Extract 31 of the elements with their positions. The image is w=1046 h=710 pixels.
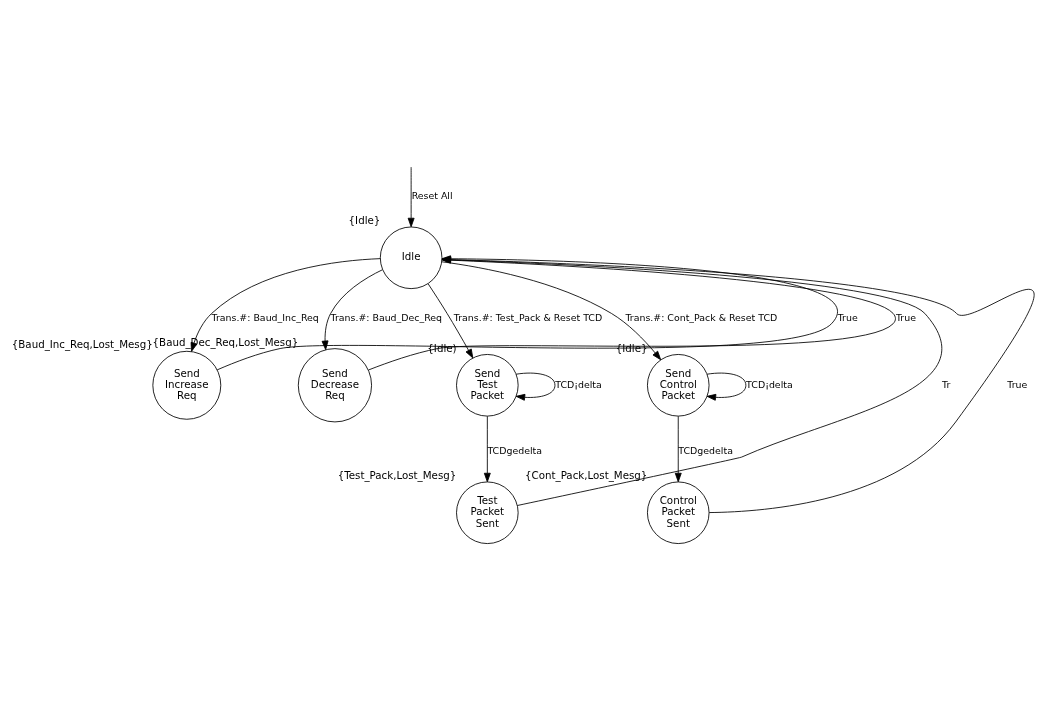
arrow [321,269,383,351]
edge-label: Tr [942,378,951,390]
arrow [706,372,747,401]
arrow [407,166,415,228]
node-circle: Test Packet Sent [456,481,519,544]
node-label: {Test_Pack,Lost_Mesg} [337,469,457,482]
arrow [515,372,556,401]
edge-label: Trans.#: Cont_Pack & Reset TCD [625,311,778,323]
edge-label: True [1007,378,1028,390]
edge-label: TCD¡delta [555,378,602,390]
edge-label: Reset All [411,190,453,202]
arrow [674,415,682,483]
node-label: {Idle} [615,341,648,354]
edge-label: Trans.#: Baud_Dec_Req [330,311,443,323]
edge-label: Trans.#: Test_Pack & Reset TCD [453,311,603,323]
node-label: {Idle} [348,214,381,227]
node-circle: Control Packet Sent [647,481,710,544]
node-label: {Baud_Inc_Req,Lost_Mesg} [11,338,153,351]
node-circle: Send Decrease Req [297,348,372,423]
arrow [441,261,662,361]
node-circle: Send Control Packet [647,354,710,417]
edge-label: TCD¡delta [746,378,793,390]
node-circle: Send Increase Req [152,350,222,420]
edge-label: Trans.#: Baud_Inc_Req [211,311,319,323]
node-label: {Cont_Pack,Lost_Mesg} [525,469,648,482]
node-circle: Send Test Packet [456,354,519,417]
arrow [483,415,491,483]
edge-label: True [837,311,858,323]
arrow [427,283,474,359]
edge-label: True [895,311,916,323]
node-circle: Idle [379,226,443,290]
